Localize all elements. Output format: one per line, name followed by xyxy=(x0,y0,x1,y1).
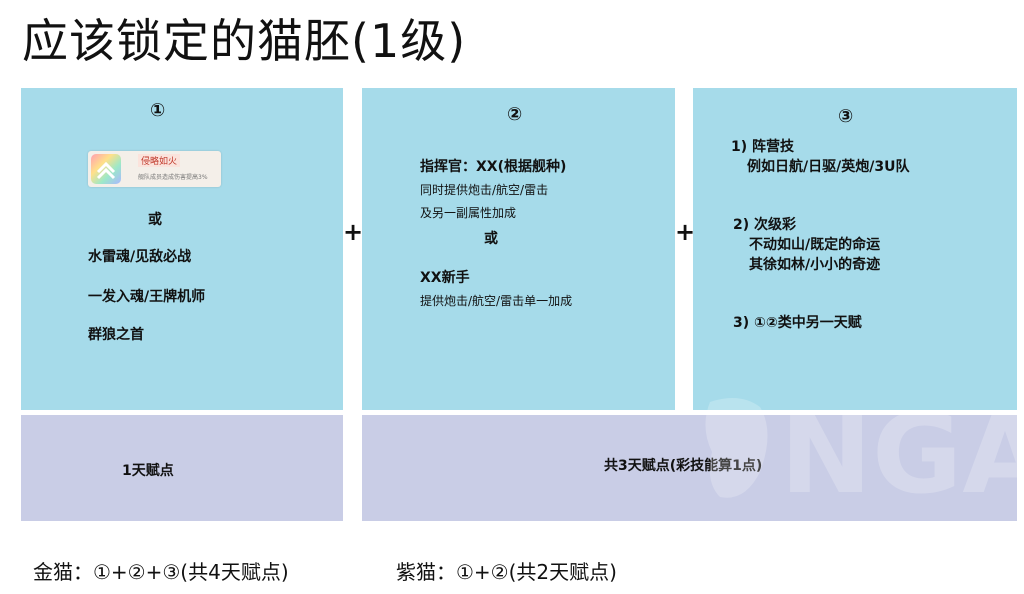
footer-purple-cat: 紫猫：①+②(共2天赋点) xyxy=(396,560,617,584)
panel-2-or: 或 xyxy=(484,231,498,247)
panel-3-section-1-title: 1) 阵营技 xyxy=(731,139,795,155)
bottom-bar-2-label: 共3天赋点(彩技能算1点) xyxy=(604,458,763,474)
plus-sign-1: + xyxy=(343,218,364,246)
svg-text:NGA: NGA xyxy=(780,392,1020,512)
panel-2-line-2: 同时提供炮击/航空/雷击 xyxy=(420,183,549,197)
panel-2-line-4: XX新手 xyxy=(420,270,470,286)
page-title: 应该锁定的猫胚(1级) xyxy=(22,14,467,68)
plus-sign-2: + xyxy=(675,218,696,246)
panel-3-section-2-line-1: 不动如山/既定的命运 xyxy=(749,237,881,253)
bottom-bar-1-label: 1天赋点 xyxy=(122,463,174,479)
nga-watermark-logo: NGA xyxy=(705,392,1020,512)
panel-1-or: 或 xyxy=(148,212,162,228)
panel-1-line-1: 水雷魂/见敌必战 xyxy=(88,249,192,265)
panel-3-section-3: 3) ①②类中另一天赋 xyxy=(733,315,862,331)
talent-rainbow-chevron-icon xyxy=(91,154,121,184)
panel-3 xyxy=(693,88,1017,410)
panel-1-number: ① xyxy=(150,100,166,121)
panel-2-number: ② xyxy=(507,104,523,125)
panel-2-line-5: 提供炮击/航空/雷击单一加成 xyxy=(420,294,573,308)
panel-3-section-1-text: 例如日航/日驱/英炮/3U队 xyxy=(747,159,910,175)
bottom-bar-2 xyxy=(362,415,1017,521)
panel-2 xyxy=(362,88,675,410)
panel-3-section-2-line-2: 其徐如林/小小的奇迹 xyxy=(749,257,881,273)
panel-1-line-3: 群狼之首 xyxy=(88,327,144,343)
talent-card: 侵略如火 舰队成员造成伤害提高3% xyxy=(88,151,221,187)
talent-desc: 舰队成员造成伤害提高3% xyxy=(138,174,208,181)
talent-name: 侵略如火 xyxy=(138,154,181,167)
panel-2-line-3: 及另一副属性加成 xyxy=(420,206,517,220)
panel-3-section-2-title: 2) 次级彩 xyxy=(733,217,797,233)
panel-1 xyxy=(21,88,343,410)
panel-1-line-2: 一发入魂/王牌机师 xyxy=(88,289,206,305)
footer-gold-cat: 金猫：①+②+③(共4天赋点) xyxy=(33,560,289,584)
bottom-bar-1 xyxy=(21,415,343,521)
panel-2-line-1: 指挥官：XX(根据舰种) xyxy=(420,159,567,175)
panel-3-number: ③ xyxy=(838,106,854,127)
